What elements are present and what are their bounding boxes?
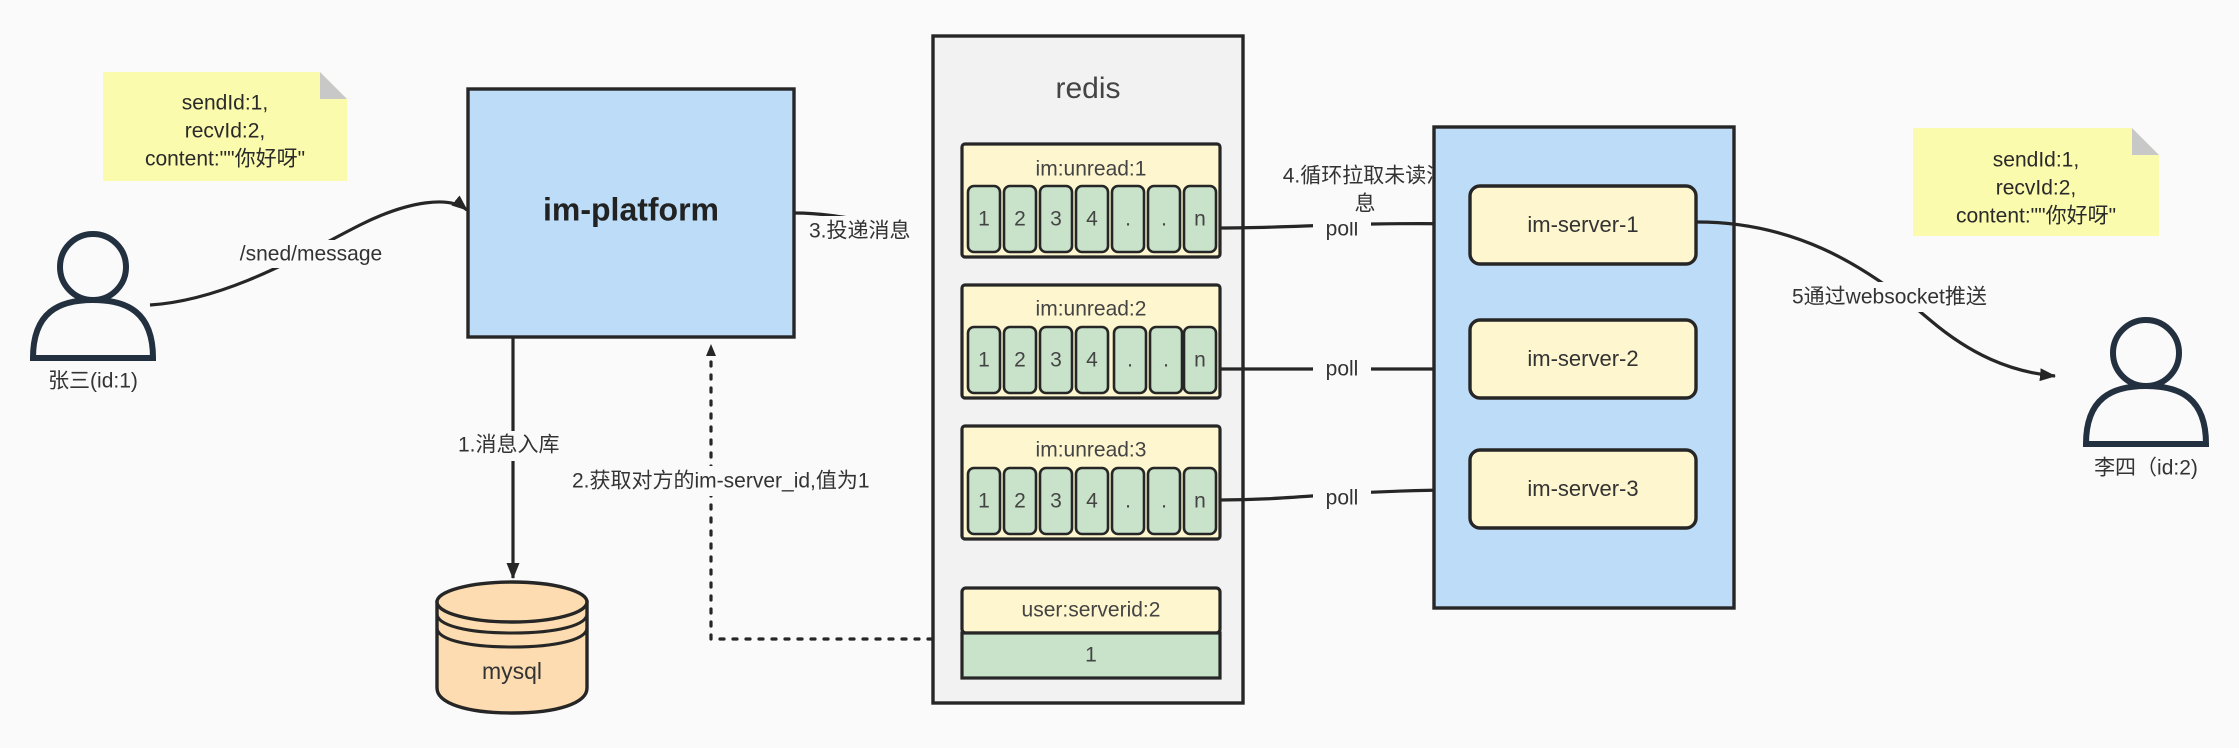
note-right-line-3: content:""你好呀" (1956, 205, 2116, 228)
redis-list-1[interactable]: im:unread:2 1 2 3 4 . . n (960, 283, 1222, 400)
note-right-line-2: recvId:2, (1996, 177, 2077, 200)
redis-cell: 2 (1014, 490, 1026, 513)
edge-step4-label-line-2: 息 (1355, 193, 1376, 216)
note-left-line-3: content:""你好呀" (145, 148, 305, 171)
edge-poll-2-label: poll (1326, 358, 1359, 381)
edge-step1: 1.消息入库 (455, 338, 591, 579)
actor-receiver-label: 李四（id:2) (2094, 457, 2198, 480)
server-cluster: im-server-1 im-server-2 im-server-3 (1432, 125, 1736, 610)
redis-cell: . (1161, 208, 1167, 231)
redis-cell: 4 (1086, 490, 1098, 513)
im-platform-label: im-platform (543, 191, 719, 227)
redis-list-0-key: im:unread:1 (1036, 158, 1147, 181)
edge-poll-2: poll (1220, 355, 1471, 383)
redis-cell: 2 (1014, 208, 1026, 231)
redis-cell: 3 (1050, 490, 1062, 513)
mysql-label: mysql (482, 658, 542, 684)
mysql-database[interactable]: mysql (435, 580, 589, 715)
redis-mapping[interactable]: user:serverid:2 1 (960, 586, 1222, 680)
note-left-line-2: recvId:2, (185, 120, 266, 143)
redis-cell: 2 (1014, 349, 1026, 372)
im-platform-box[interactable]: im-platform (466, 87, 796, 339)
redis-cell: 3 (1050, 349, 1062, 372)
edge-step3: 3.投递消息 (794, 211, 956, 246)
edge-step1-label: 1.消息入库 (458, 434, 560, 457)
edge-step4-label-line-1: 4.循环拉取未读消 (1283, 165, 1448, 188)
redis-list-0[interactable]: im:unread:1 1 2 3 4 . . n (960, 142, 1222, 259)
im-server-3-box[interactable]: im-server-3 (1468, 448, 1698, 530)
redis-cell: 4 (1086, 349, 1098, 372)
redis-list-2-key: im:unread:3 (1036, 439, 1147, 462)
redis-mapping-key: user:serverid:2 (1022, 599, 1161, 622)
redis-container: redis im:unread:1 1 2 3 4 . . n (931, 34, 1245, 705)
redis-mapping-value: 1 (1085, 644, 1097, 667)
redis-cell: 3 (1050, 208, 1062, 231)
redis-cell: 1 (978, 349, 990, 372)
edge-poll-1-label: poll (1326, 218, 1359, 241)
edge-step5-label: 5通过websocket推送 (1792, 286, 1987, 309)
actor-receiver: 李四（id:2) (2082, 317, 2210, 480)
redis-list-1-cells: 1 2 3 4 . . n (966, 325, 1218, 395)
user-icon (2082, 317, 2210, 447)
note-left: sendId:1, recvId:2, content:""你好呀" (103, 72, 347, 181)
redis-cell: . (1163, 349, 1169, 372)
edge-send-message-label: /sned/message (240, 243, 382, 266)
edge-step3-label: 3.投递消息 (809, 220, 911, 243)
redis-list-2-cells: 1 2 3 4 . . n (966, 466, 1218, 536)
im-server-1-label: im-server-1 (1527, 212, 1638, 237)
im-server-2-label: im-server-2 (1527, 346, 1638, 371)
actor-sender: 张三(id:1) (29, 231, 157, 393)
redis-cell: . (1125, 208, 1131, 231)
edge-poll-3: poll (1219, 483, 1471, 512)
note-right-line-1: sendId:1, (1993, 149, 2079, 172)
note-left-line-1: sendId:1, (182, 92, 268, 115)
redis-cell: n (1194, 490, 1206, 513)
redis-cell: 4 (1086, 208, 1098, 231)
redis-cell: . (1127, 349, 1133, 372)
im-server-2-box[interactable]: im-server-2 (1468, 318, 1698, 400)
edge-step5: 5通过websocket推送 (1696, 220, 2056, 382)
redis-list-1-key: im:unread:2 (1036, 298, 1147, 321)
redis-cell: 1 (978, 490, 990, 513)
edge-step2: 2.获取对方的im-server_id,值为1 (568, 343, 960, 641)
redis-cell: . (1161, 490, 1167, 513)
redis-cell: . (1125, 490, 1131, 513)
im-server-1-box[interactable]: im-server-1 (1468, 184, 1698, 266)
edge-step2-label: 2.获取对方的im-server_id,值为1 (572, 470, 870, 493)
edge-send-message: /sned/message (149, 195, 469, 307)
redis-cell: n (1194, 349, 1206, 372)
note-right: sendId:1, recvId:2, content:""你好呀" (1913, 128, 2159, 236)
redis-list-2[interactable]: im:unread:3 1 2 3 4 . . n (960, 424, 1222, 541)
user-icon (29, 231, 157, 361)
actor-sender-label: 张三(id:1) (48, 370, 138, 393)
redis-title: redis (1055, 72, 1120, 105)
redis-list-0-cells: 1 2 3 4 . . n (966, 184, 1218, 254)
edge-poll-3-label: poll (1326, 487, 1359, 510)
im-server-3-label: im-server-3 (1527, 476, 1638, 501)
redis-cell: n (1194, 208, 1206, 231)
redis-cell: 1 (978, 208, 990, 231)
